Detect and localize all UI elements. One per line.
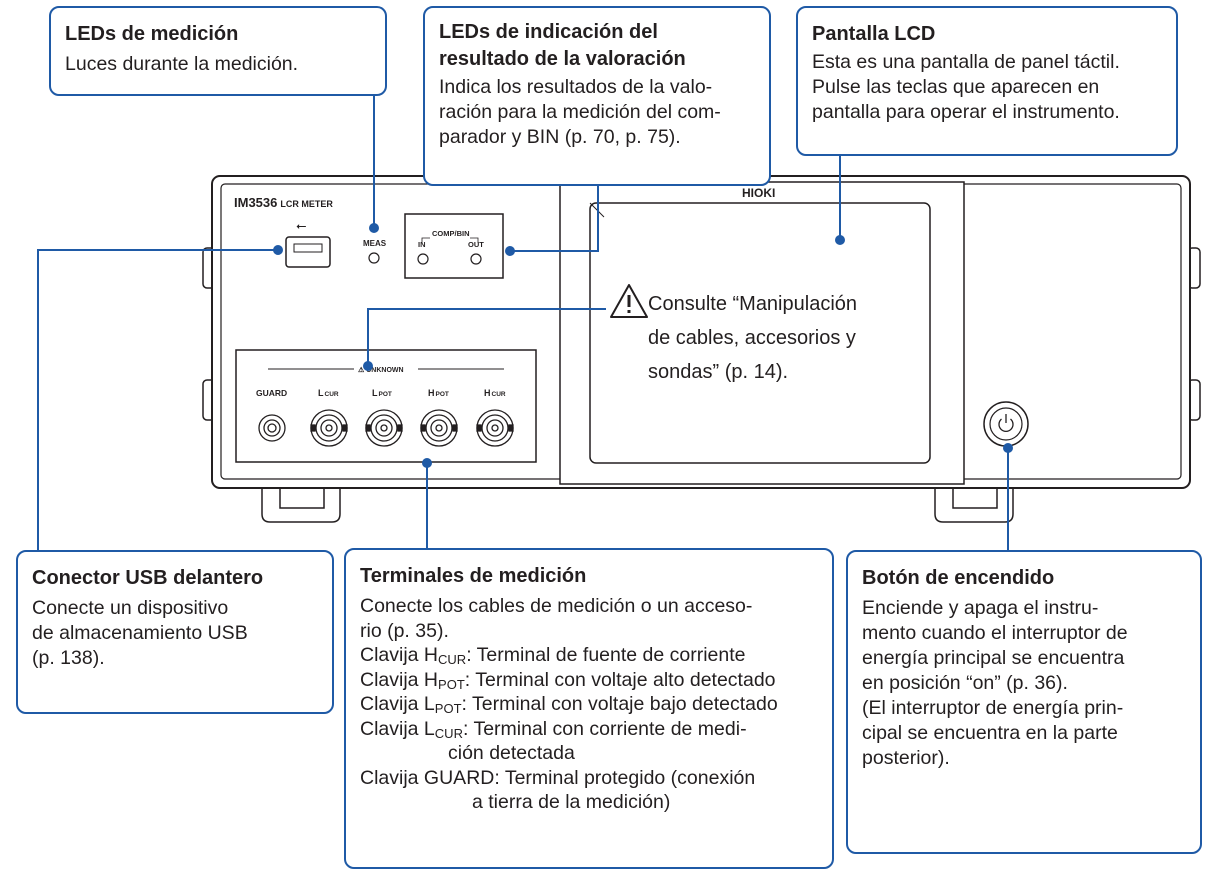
plug-text: : Terminal con voltaje bajo detectado — [461, 693, 778, 715]
bnc-jack-lcur — [310, 409, 348, 447]
callout-line: energía principal se encuentra — [862, 647, 1125, 669]
plug-line-lpot: Clavija LPOT: Terminal con voltaje bajo … — [360, 692, 818, 717]
callout-line: rio (p. 35). — [360, 619, 449, 642]
callout-line: Conecte los cables de medición o un acce… — [360, 595, 753, 617]
lcd-screen — [589, 202, 931, 464]
terminal-label-lcur: LCUR — [318, 388, 339, 398]
callout-lcd: Pantalla LCD Esta es una pantalla de pan… — [796, 6, 1178, 156]
meas-led-label: MEAS — [363, 239, 387, 248]
bnc-jack-lpot — [365, 409, 403, 447]
callout-title: resultado de la valoración — [439, 48, 686, 70]
leader-lines — [37, 96, 1009, 590]
plug-line-lcur: Clavija LCUR: Terminal con corriente de … — [360, 717, 818, 742]
callout-line: mento cuando el interruptor de — [862, 622, 1128, 644]
callout-line: Enciende y apaga el instru- — [862, 597, 1099, 619]
unknown-label: ⚠ UNKNOWN — [358, 366, 404, 374]
power-button — [983, 401, 1029, 447]
leader-dots — [273, 223, 1013, 468]
meas-led — [368, 252, 380, 264]
plug-prefix: Clavija H — [360, 668, 439, 691]
guard-line: Clavija GUARD: Terminal protegido (conex… — [360, 766, 756, 789]
callout-title: LEDs de medición — [65, 23, 239, 45]
callout-power: Botón de encendido Enciende y apaga el i… — [846, 550, 1202, 854]
callout-usb: Conector USB delantero Conecte un dispos… — [16, 550, 334, 714]
callout-line: Conecte un dispositivo — [32, 597, 229, 619]
power-icon — [998, 418, 1014, 433]
plug-sub: CUR — [438, 652, 467, 667]
usb-icon: ⭠ — [296, 218, 306, 233]
callout-meas-leds: LEDs de medición Luces durante la medici… — [49, 6, 387, 96]
callout-terminals: Terminales de medición Conecte los cable… — [344, 548, 834, 869]
warning-note: Consulte “Manipulación de cables, acceso… — [648, 287, 857, 389]
plug-sub: POT — [438, 676, 465, 692]
brand-label: HIOKI — [742, 186, 775, 200]
front-feet — [261, 486, 1014, 523]
led-in-label: IN — [418, 240, 426, 249]
callout-line: Esta es una pantalla de panel táctil. — [812, 51, 1120, 73]
terminal-label-guard: GUARD — [256, 388, 287, 398]
callout-line: Luces durante la medición. — [65, 53, 299, 75]
plug-prefix: Clavija L — [360, 693, 435, 715]
warning-line: Consulte “Manipulación — [648, 293, 858, 315]
bnc-jack-hcur — [476, 409, 514, 447]
terminal-label-hpot: HPOT — [428, 388, 449, 398]
led-out — [470, 253, 482, 265]
callout-judgment-leds: LEDs de indicación del resultado de la v… — [423, 6, 771, 186]
callout-title: Botón de encendido — [862, 567, 1055, 589]
led-out-label: OUT — [468, 240, 484, 249]
warning-line: de cables, accesorios y — [648, 327, 856, 349]
plug-text: : Terminal con corriente de medi- — [462, 717, 747, 740]
bnc-jack-hpot — [420, 409, 458, 447]
comp-bin-label: COMP/BIN — [432, 229, 470, 238]
plug-prefix: Clavija H — [360, 644, 439, 666]
callout-line: pantalla para operar el instrumento. — [812, 101, 1120, 123]
plug-line-hpot: Clavija HPOT: Terminal con voltaje alto … — [360, 668, 818, 693]
callout-line: Pulse las teclas que aparecen en — [812, 76, 1100, 98]
usb-connector: ⭠ — [285, 218, 331, 268]
callout-line: (p. 138). — [32, 647, 105, 669]
plug-line-hcur: Clavija HCUR: Terminal de fuente de corr… — [360, 643, 818, 668]
guard-jack — [258, 414, 286, 442]
callout-line: posterior). — [862, 747, 950, 769]
plug-sub: POT — [434, 701, 462, 716]
warning-line: sondas” (p. 14). — [648, 361, 789, 383]
plug-sub: CUR — [434, 725, 463, 741]
warning-icon — [610, 284, 648, 318]
callout-title: Pantalla LCD — [812, 23, 936, 45]
callout-line: (El interruptor de energía prin- — [862, 697, 1124, 719]
terminal-label-hcur: HCUR — [484, 388, 506, 398]
plug-text: : Terminal de fuente de corriente — [466, 644, 746, 666]
guard-line-cont: a tierra de la medición) — [472, 791, 671, 813]
callout-line: cipal se encuentra en la parte — [862, 722, 1118, 744]
callout-title: Terminales de medición — [360, 565, 587, 587]
callout-line: parador y BIN (p. 70, p. 75). — [439, 126, 681, 148]
terminal-label-lpot: LPOT — [372, 388, 392, 398]
plug-text: : Terminal con voltaje alto detectado — [464, 668, 776, 691]
callout-line: ración para la medición del com- — [439, 101, 721, 123]
callout-line: de almacenamiento USB — [32, 622, 248, 644]
callout-title: LEDs de indicación del — [439, 21, 658, 43]
led-in — [417, 253, 429, 265]
comp-bin-panel — [404, 213, 504, 279]
plug-prefix: Clavija L — [360, 717, 435, 740]
callout-line: en posición “on” (p. 36). — [862, 672, 1068, 694]
callout-title: Conector USB delantero — [32, 567, 264, 589]
callout-line: Indica los resultados de la valo- — [439, 76, 713, 98]
plug-line-cont: ción detectada — [448, 742, 575, 764]
